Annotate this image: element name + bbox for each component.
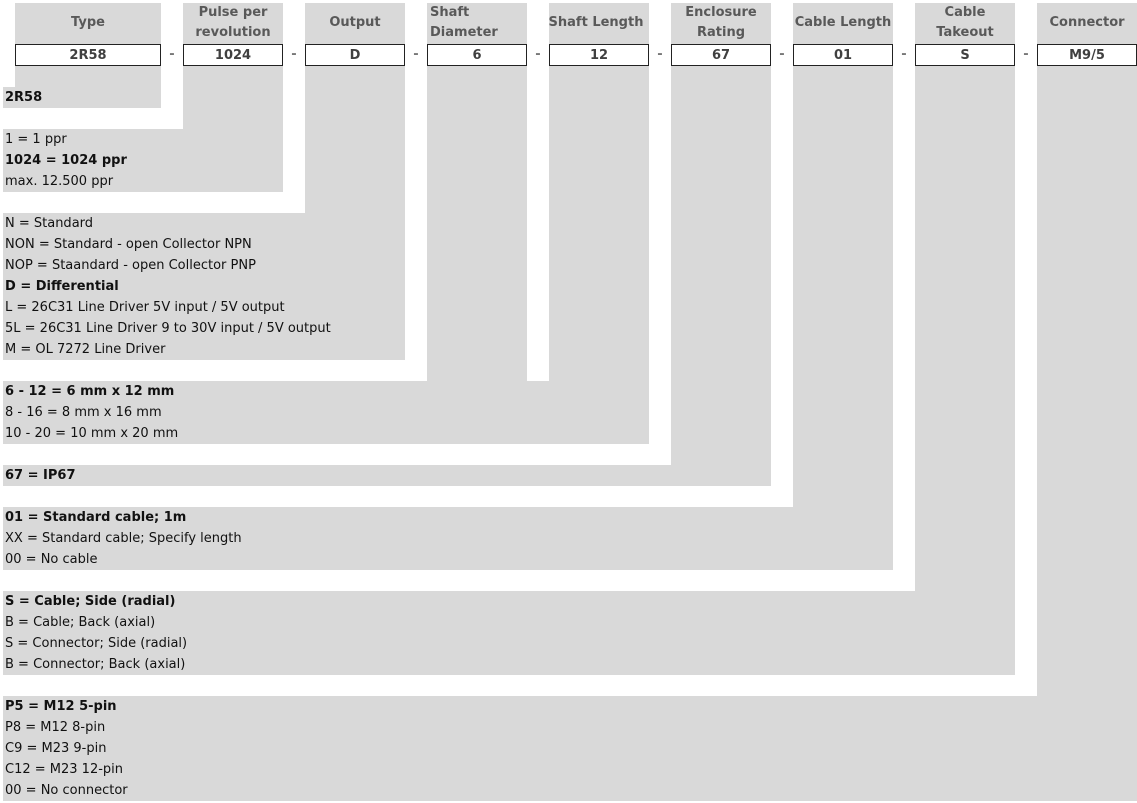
separator: -	[169, 47, 175, 62]
output-band	[3, 213, 405, 360]
type-options: 2R58	[5, 87, 42, 108]
option: 2R58	[5, 90, 43, 105]
enclosure-band	[3, 465, 771, 486]
value-shaft-diameter[interactable]: 6	[427, 44, 527, 66]
header-shaft-diameter: Shaft Diameter	[430, 5, 498, 40]
option: 6 - 12 = 6 mm x 12 mm	[5, 384, 175, 399]
separator: -	[291, 47, 297, 62]
option: B = Cable; Back (axial)	[5, 615, 156, 630]
cable-takeout-column	[915, 3, 1015, 675]
header-shaft-length: Shaft Length	[548, 15, 644, 30]
shaft-diameter-column	[427, 3, 527, 444]
value-output[interactable]: D	[305, 44, 405, 66]
pulse-band	[3, 129, 283, 192]
header-enclosure: Enclosure Rating	[685, 5, 757, 40]
header-cable-length: Cable Length	[794, 15, 892, 30]
cable-length-column	[793, 3, 893, 570]
separator: -	[535, 47, 541, 62]
separator: -	[1023, 47, 1029, 62]
option: S = Connector; Side (radial)	[5, 636, 188, 651]
shaft-options: 6 - 12 = 6 mm x 12 mm 8 - 16 = 8 mm x 16…	[5, 381, 178, 444]
option: 67 = IP67	[5, 468, 76, 483]
option: B = Connector; Back (axial)	[5, 657, 186, 672]
value-enclosure[interactable]: 67	[671, 44, 771, 66]
separator: -	[657, 47, 663, 62]
option: 5L = 26C31 Line Driver 9 to 30V input / …	[5, 321, 331, 336]
takeout-options: S = Cable; Side (radial) B = Cable; Back…	[5, 591, 187, 675]
option: S = Cable; Side (radial)	[5, 594, 176, 609]
option: 10 - 20 = 10 mm x 20 mm	[5, 426, 179, 441]
option: 00 = No connector	[5, 783, 128, 798]
option: L = 26C31 Line Driver 5V input / 5V outp…	[5, 300, 285, 315]
option: XX = Standard cable; Specify length	[5, 531, 242, 546]
connector-column	[1037, 3, 1137, 801]
shaft-length-column	[549, 3, 649, 444]
option: C12 = M23 12-pin	[5, 762, 124, 777]
cable-length-options: 01 = Standard cable; 1m XX = Standard ca…	[5, 507, 242, 570]
output-options: N = Standard NON = Standard - open Colle…	[5, 213, 331, 360]
value-cable-length[interactable]: 01	[793, 44, 893, 66]
option: 1024 = 1024 ppr	[5, 153, 127, 168]
option: 01 = Standard cable; 1m	[5, 510, 187, 525]
value-type[interactable]: 2R58	[15, 44, 161, 66]
takeout-band	[3, 591, 1015, 675]
header-output: Output	[329, 15, 381, 30]
separator: -	[413, 47, 419, 62]
connector-band	[3, 696, 1137, 801]
option: 00 = No cable	[5, 552, 98, 567]
header-type: Type	[71, 15, 105, 30]
pulse-options: 1 = 1 ppr 1024 = 1024 ppr max. 12.500 pp…	[5, 129, 127, 192]
option: C9 = M23 9-pin	[5, 741, 107, 756]
header-cable-takeout: Cable Takeout	[936, 5, 994, 40]
option: NON = Standard - open Collector NPN	[5, 237, 252, 252]
connector-options: P5 = M12 5-pin P8 = M12 8-pin C9 = M23 9…	[5, 696, 128, 801]
option: 1 = 1 ppr	[5, 132, 67, 147]
value-shaft-length[interactable]: 12	[549, 44, 649, 66]
option: D = Differential	[5, 279, 119, 294]
enclosure-column	[671, 3, 771, 486]
type-band	[3, 87, 161, 108]
value-pulse[interactable]: 1024	[183, 44, 283, 66]
header-pulse: Pulse per revolution	[195, 5, 271, 40]
option: max. 12.500 ppr	[5, 174, 114, 189]
cable-length-band	[3, 507, 893, 570]
separator: -	[779, 47, 785, 62]
option: N = Standard	[5, 216, 94, 231]
header-connector: Connector	[1049, 15, 1125, 30]
enclosure-options: 67 = IP67	[5, 465, 76, 486]
value-cable-takeout[interactable]: S	[915, 44, 1015, 66]
option: NOP = Staandard - open Collector PNP	[5, 258, 256, 273]
option: M = OL 7272 Line Driver	[5, 342, 166, 357]
option: P8 = M12 8-pin	[5, 720, 106, 735]
separator: -	[901, 47, 907, 62]
option: P5 = M12 5-pin	[5, 699, 117, 714]
value-connector[interactable]: M9/5	[1037, 44, 1137, 66]
option: 8 - 16 = 8 mm x 16 mm	[5, 405, 162, 420]
shaft-band	[3, 381, 649, 444]
